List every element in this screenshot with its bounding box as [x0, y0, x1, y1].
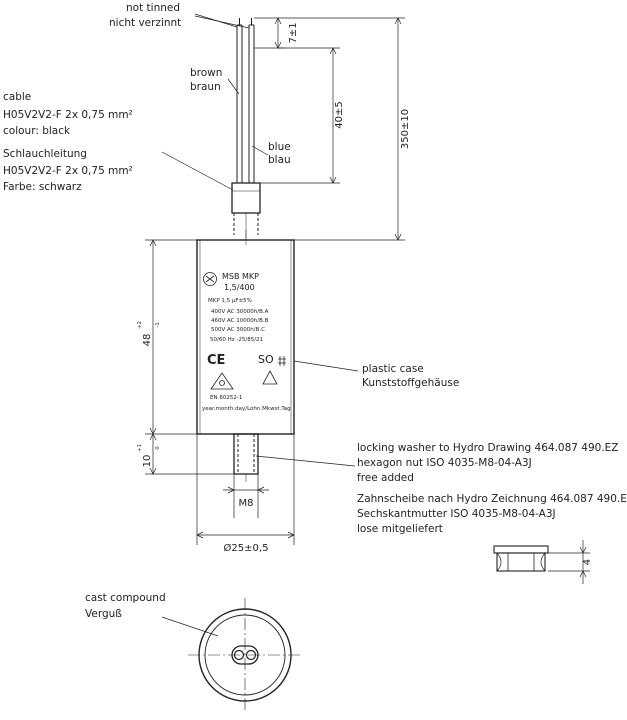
case-line-1: MSB MKP: [222, 272, 259, 281]
dim-48-tol-minus: -1: [155, 322, 161, 327]
braun-label: braun: [190, 81, 221, 93]
case-line-3: MKP 1,5 µF±5%: [208, 298, 252, 304]
top-view: [188, 598, 302, 712]
cable-text-3: colour: black: [3, 125, 71, 137]
kunststoffgehause-label: Kunststoffgehäuse: [362, 377, 459, 389]
case-marking-texts: MSB MKP 1,5/400 MKP 1,5 µF±5% 400V AC 30…: [202, 272, 291, 412]
dim-25-text: Ø25±0,5: [224, 542, 269, 554]
case-date: year.month.day/Lohn.Mkwst.Tag: [202, 406, 291, 412]
dim-7-lines: [254, 17, 285, 49]
blau-label: blau: [268, 154, 291, 166]
dim-48-tol-plus: +2: [137, 321, 143, 329]
dim-4-text: 4: [582, 559, 593, 565]
nut-washer-side: [493, 540, 590, 584]
dim-48-lines: [145, 239, 234, 435]
washer-text-3: free added: [357, 472, 414, 484]
dim-40-text: 40±5: [334, 101, 345, 128]
cable-text-6: Farbe: schwarz: [3, 181, 82, 193]
case-rating-2: 460V AC 10000h/B.B: [211, 318, 269, 324]
plastic-case-label: plastic case: [362, 363, 424, 375]
dimension-texts: 7±1 40±5 350±10 48 +2 -1 10 +1 0 M8 Ø25±…: [137, 22, 593, 565]
cable-text-2: H05V2V2-F 2x 0,75 mm²: [3, 109, 133, 121]
not-tinned-label: not tinned: [126, 2, 180, 14]
leader-lines: [161, 13, 359, 637]
case-standard: EN 60252-1: [210, 395, 242, 401]
washer-text-2: hexagon nut ISO 4035-M8-04-A3J: [357, 457, 532, 469]
cable-text-5: H05V2V2-F 2x 0,75 mm²: [3, 165, 133, 177]
dim-7-text: 7±1: [288, 22, 299, 43]
case-freq: 50/60 Hz -25/85/21: [210, 337, 263, 343]
dim-10-tol-plus: +1: [137, 444, 143, 452]
cable-text-4: Schlauchleitung: [3, 148, 87, 160]
cable-text-1: cable: [3, 91, 31, 103]
dim-10-text: 10: [142, 455, 153, 468]
threaded-stud: [233, 433, 259, 482]
cable-wires: [236, 18, 255, 183]
blue-label: blue: [268, 141, 291, 153]
dim-40-lines: [260, 47, 340, 184]
nicht-verzinnt-label: nicht verzinnt: [109, 17, 181, 29]
washer-text-5: Sechskantmutter ISO 4035-M8-04-A3J: [357, 508, 556, 520]
ce-mark: CE: [207, 353, 225, 368]
dim-350-text: 350±10: [400, 109, 411, 149]
washer-text-4: Zahnscheibe nach Hydro Zeichnung 464.087…: [357, 493, 627, 505]
washer-text-6: lose mitgeliefert: [357, 523, 443, 535]
cast-compound-label: cast compound: [85, 592, 166, 604]
so-mark: SO: [258, 353, 274, 366]
dim-10-lines: [145, 433, 234, 475]
brown-label: brown: [190, 67, 222, 79]
dim-10-tol-minus: 0: [155, 446, 161, 450]
label-texts: not tinned nicht verzinnt brown braun bl…: [3, 2, 627, 620]
case-rating-3: 500V AC 3000h/B.C: [211, 327, 265, 333]
washer-text-1: locking washer to Hydro Drawing 464.087 …: [357, 442, 619, 454]
case-symbols: [203, 272, 286, 390]
dim-48-text: 48: [142, 334, 153, 347]
verguss-label: Verguß: [85, 608, 122, 620]
dim-350-lines: [285, 17, 405, 241]
case-rating-1: 400V AC 30000h/B.A: [211, 309, 269, 315]
case-line-2: 1,5/400: [224, 283, 255, 292]
dim-m8-lines: [223, 474, 269, 518]
dim-m8-text: M8: [239, 498, 254, 509]
cable-sheath: [231, 182, 261, 245]
dim-25-lines: [196, 434, 295, 545]
